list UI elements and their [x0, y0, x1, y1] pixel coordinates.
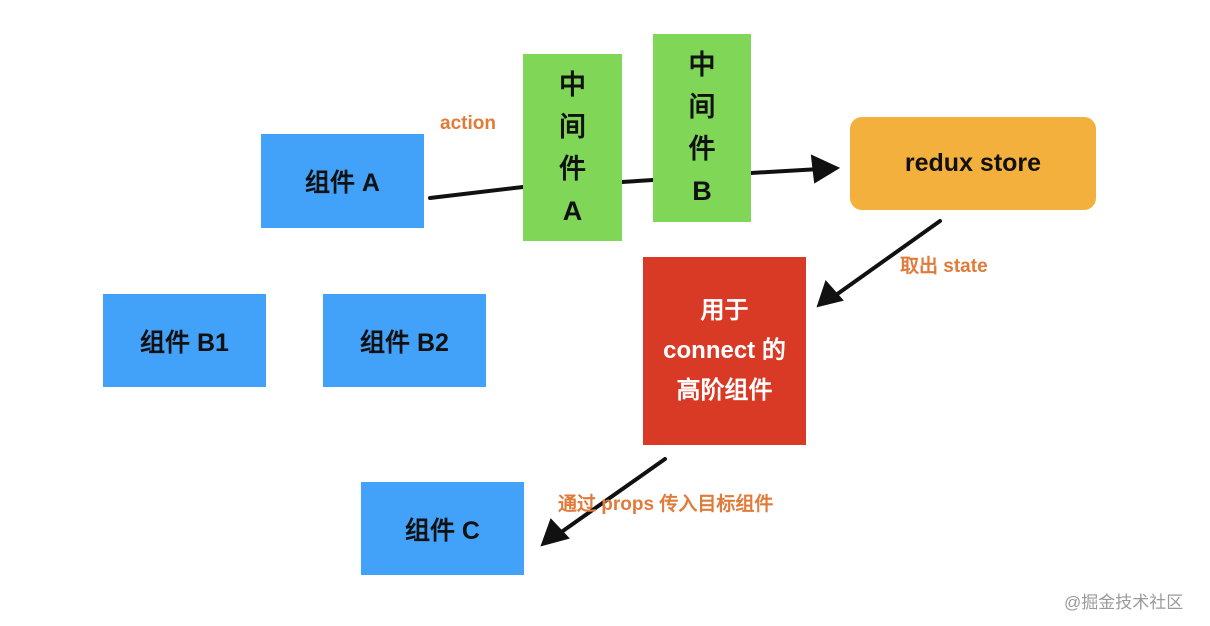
arrow-action-segment-3	[749, 167, 822, 175]
arrowhead-to-component-c	[540, 518, 570, 547]
arrowhead-to-store	[810, 154, 841, 184]
component-b2: 组件 B2	[323, 294, 486, 387]
arrowhead-to-hoc	[816, 280, 844, 308]
arrow-pass-props	[558, 457, 667, 535]
middleware-b-char: 件	[688, 134, 716, 164]
middleware-b-char: 中	[688, 50, 716, 80]
redux-store: redux store	[850, 117, 1096, 210]
component-c: 组件 C	[361, 482, 524, 575]
middleware-a-char: 件	[559, 153, 586, 184]
middleware-a-char: A	[562, 195, 583, 226]
middleware-a-char: 间	[559, 111, 586, 142]
arrow-take-state	[834, 219, 942, 297]
middleware-a-char: 中	[559, 69, 586, 100]
hoc-line: 用于	[700, 297, 749, 324]
middleware-a: 中 间 件 A	[523, 54, 622, 241]
component-a: 组件 A	[261, 134, 424, 228]
label-pass-props: 通过 props 传入目标组件	[558, 494, 774, 515]
middleware-b: 中 间 件 B	[653, 34, 751, 222]
middleware-b-char: B	[692, 176, 712, 206]
hoc-line: 高阶组件	[676, 377, 773, 404]
label-action: action	[440, 113, 496, 134]
connect-hoc: 用于 connect 的 高阶组件	[643, 257, 806, 445]
middleware-b-char: 间	[688, 92, 716, 122]
arrow-action-segment-2	[620, 178, 655, 184]
arrow-action-segment-1	[428, 185, 525, 200]
component-b1: 组件 B1	[103, 294, 266, 387]
watermark: @掘金技术社区	[1064, 593, 1184, 612]
label-take-state: 取出 state	[900, 256, 988, 277]
hoc-line: connect 的	[663, 337, 786, 364]
